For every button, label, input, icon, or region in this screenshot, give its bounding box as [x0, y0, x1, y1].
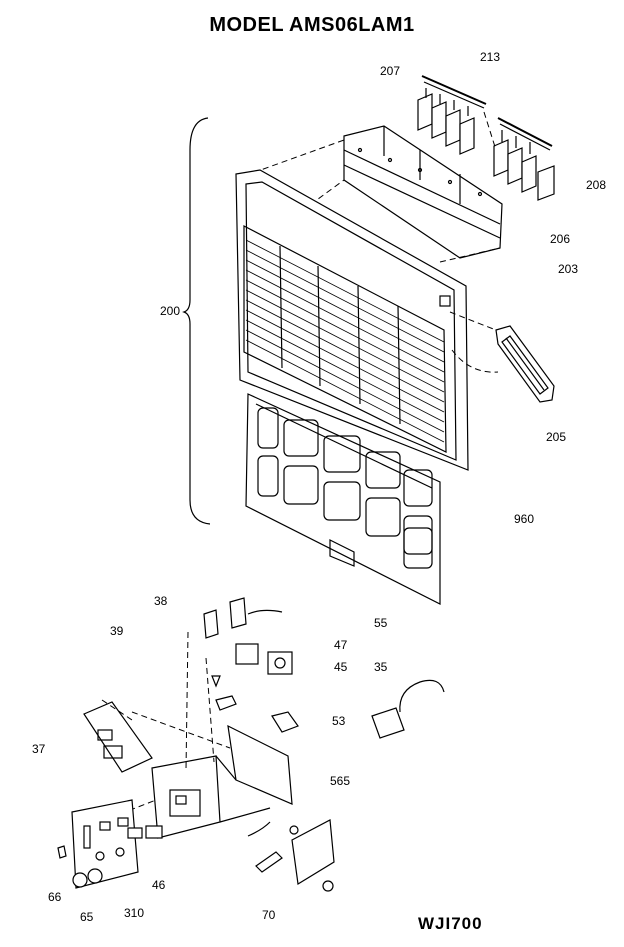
- rotary-switch: [267, 651, 293, 675]
- callout-960: 960: [514, 512, 535, 526]
- relay-switch: [235, 643, 259, 665]
- leader-line: [483, 111, 497, 151]
- callout-46: 46: [152, 878, 166, 892]
- callout-565: 565: [330, 774, 351, 788]
- callout-208: 208: [586, 178, 607, 192]
- grille-tab: [439, 295, 451, 307]
- callout-37: 37: [32, 742, 46, 756]
- diagram-code: WJI700: [418, 914, 483, 933]
- louver-deflector-set-left: [417, 75, 487, 155]
- callout-200: 200: [160, 304, 181, 318]
- callout-53: 53: [332, 714, 346, 728]
- callout-213: 213: [480, 50, 501, 64]
- model-title: MODEL AMS06LAM1: [209, 14, 415, 36]
- callout-66: 66: [48, 890, 62, 904]
- callout-47: 47: [334, 638, 348, 652]
- callout-55: 55: [374, 616, 388, 630]
- leader-line: [439, 247, 501, 263]
- callout-70: 70: [262, 908, 276, 922]
- callout-206: 206: [550, 232, 571, 246]
- louver-deflector-set-right: [493, 117, 555, 201]
- leader-line: [243, 139, 345, 177]
- callout-207: 207: [380, 64, 401, 78]
- callout-203: 203: [558, 262, 579, 276]
- air-filter: [245, 393, 441, 605]
- grille-louvers: [245, 239, 445, 443]
- callout-45: 45: [334, 660, 348, 674]
- callout-310: 310: [124, 906, 145, 920]
- callout-205: 205: [546, 430, 567, 444]
- callout-39: 39: [110, 624, 124, 638]
- callout-35: 35: [374, 660, 388, 674]
- callout-65: 65: [80, 910, 94, 924]
- filter-access-door: [449, 311, 555, 403]
- callout-38: 38: [154, 594, 168, 608]
- control-parts: [57, 597, 445, 892]
- filter-cells: [257, 407, 433, 569]
- assembly-brace: [182, 117, 211, 525]
- front-grille-panel: [235, 169, 469, 471]
